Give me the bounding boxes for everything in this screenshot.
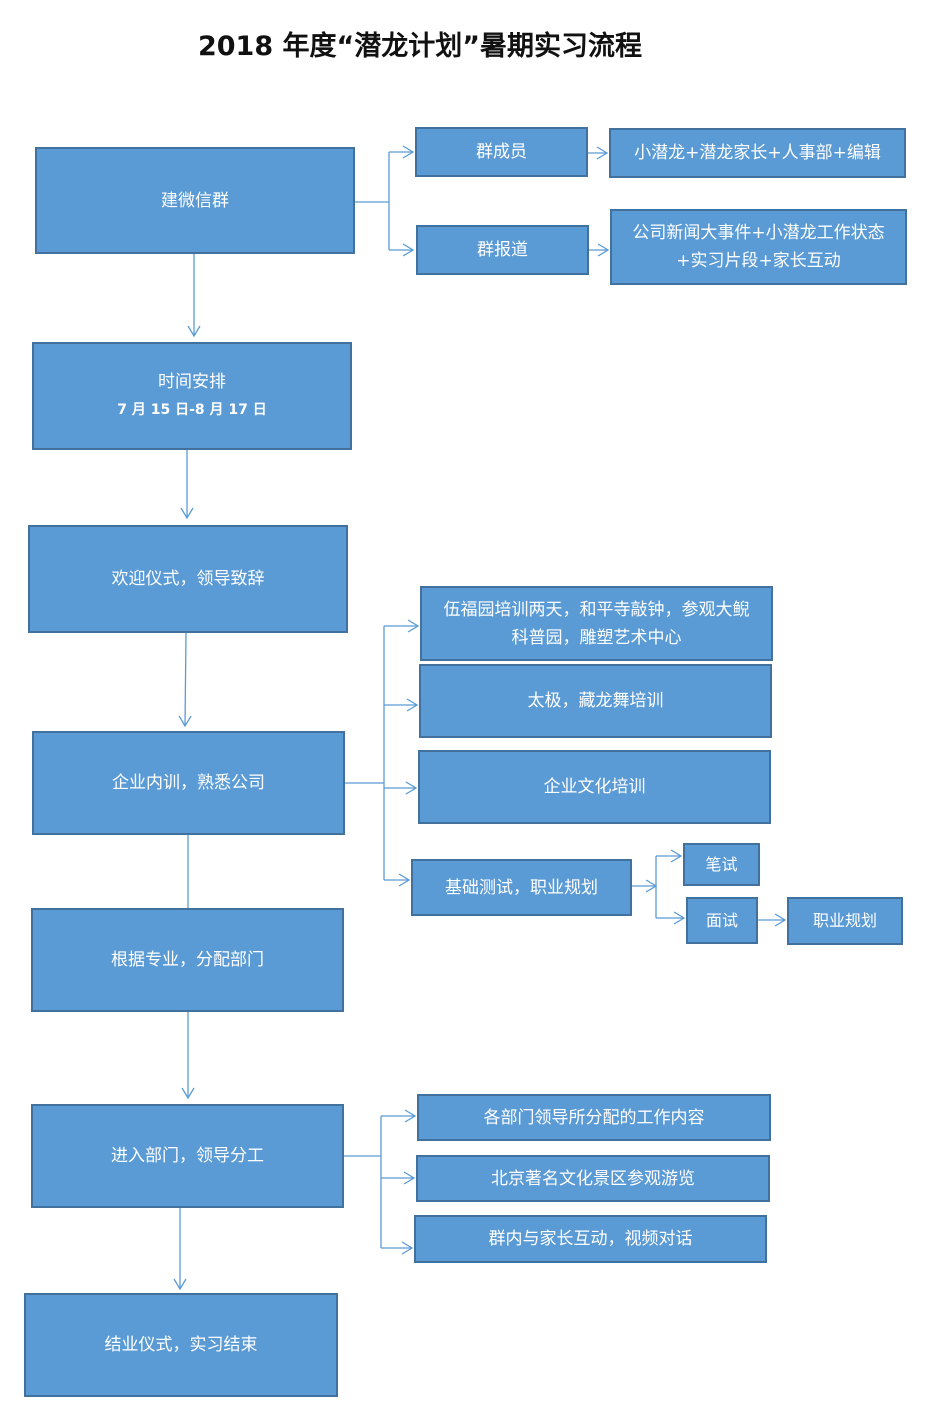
step-label: 根据专业，分配部门 <box>111 950 264 970</box>
department-item-tour: 北京著名文化景区参观游览 <box>416 1155 770 1202</box>
step-graduation: 结业仪式，实习结束 <box>24 1293 338 1397</box>
department-item-parents: 群内与家长互动，视频对话 <box>414 1215 767 1263</box>
step-wechat-group: 建微信群 <box>35 147 355 254</box>
arrow-welcome-to-training <box>178 632 192 728</box>
step-label: 时间安排 <box>158 372 226 392</box>
step-schedule: 时间安排 7 月 15 日-8 月 17 日 <box>32 342 352 450</box>
wechat-reports-box: 群报道 <box>416 225 589 275</box>
wechat-members-detail: 小潜龙+潜龙家长+人事部+编辑 <box>609 128 906 178</box>
training-item-field-trip: 伍福园培训两天，和平寺敲钟，参观大鲵科普园，雕塑艺术中心 <box>420 586 773 661</box>
step-label: 结业仪式，实习结束 <box>104 1335 258 1355</box>
step-label: 建微信群 <box>161 190 229 211</box>
career-planning-box: 职业规划 <box>787 897 903 945</box>
written-test-box: 笔试 <box>683 843 760 886</box>
page-title: 2018 年度“潜龙计划”暑期实习流程 <box>197 31 643 62</box>
interview-box: 面试 <box>686 897 758 944</box>
step-label: 欢迎仪式，领导致辞 <box>111 569 265 589</box>
step-welcome: 欢迎仪式，领导致辞 <box>28 525 348 633</box>
step-dates: 7 月 15 日-8 月 17 日 <box>117 402 267 418</box>
training-item-culture: 企业文化培训 <box>418 750 771 824</box>
step-label: 进入部门，领导分工 <box>111 1146 264 1166</box>
step-assign-department: 根据专业，分配部门 <box>31 908 344 1012</box>
department-item-work: 各部门领导所分配的工作内容 <box>417 1094 771 1141</box>
training-item-taichi: 太极，藏龙舞培训 <box>419 664 772 738</box>
basic-test-box: 基础测试，职业规划 <box>411 859 632 916</box>
step-internal-training: 企业内训，熟悉公司 <box>32 731 345 835</box>
step-enter-department: 进入部门，领导分工 <box>31 1104 344 1208</box>
wechat-members-box: 群成员 <box>415 127 588 177</box>
wechat-reports-detail: 公司新闻大事件+小潜龙工作状态+实习片段+家长互动 <box>610 209 907 285</box>
step-label: 企业内训，熟悉公司 <box>112 773 265 793</box>
